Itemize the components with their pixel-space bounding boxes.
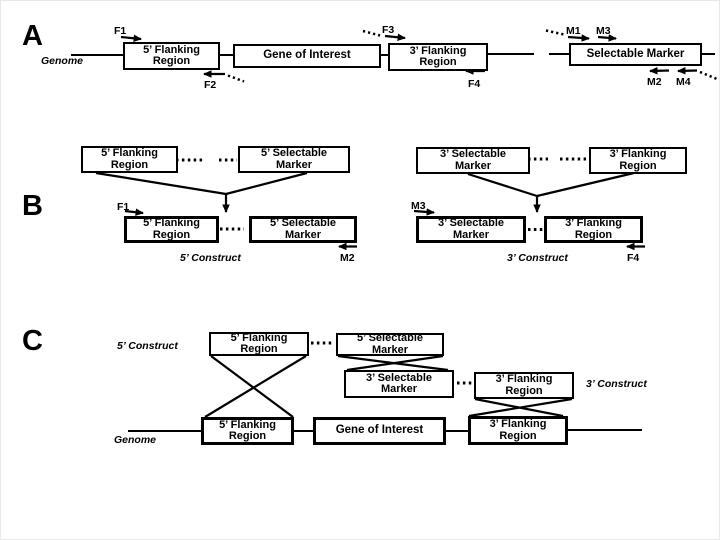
box-text-line1: Selectable Marker — [586, 47, 685, 60]
panel-a-label: A — [22, 20, 43, 52]
panel-b-label: B — [22, 190, 43, 222]
box-gene-of-interest-a: Gene of Interest — [233, 44, 381, 68]
box-text-line1: 5’ Flanking — [230, 331, 288, 344]
primer-f3-label: F3 — [382, 24, 395, 36]
box-5-flanking-fragment-b: 5’ Flanking Region — [81, 146, 178, 173]
primer-m4-arrow — [677, 67, 698, 75]
box-text-line1: 5’ Selectable — [356, 332, 424, 344]
box-3-flanking-genome-c: 3’ Flanking Region — [468, 416, 568, 445]
box-3-marker-construct-c: 3’ Selectable Marker — [344, 370, 454, 398]
box-text-line2: Region — [110, 158, 149, 171]
primer-f2-label: F2 — [204, 79, 217, 91]
box-text-line2: Region — [499, 429, 537, 442]
box-text-line2: Region — [152, 228, 191, 241]
box-text-line1: 3’ Selectable — [439, 148, 507, 160]
primer-f1-label-b: F1 — [117, 201, 130, 213]
box-text-line2: Region — [152, 55, 191, 67]
box-text-line2: Region — [574, 228, 613, 241]
panel-c-label: C — [22, 325, 43, 357]
box-text-line2: Region — [228, 430, 267, 442]
box-text-line1: 3’ Flanking — [609, 148, 667, 160]
box-5-flanking-construct-c: 5’ Flanking Region — [209, 332, 309, 356]
primer-f4-label: F4 — [468, 78, 481, 90]
box-text-line2: Marker — [371, 343, 409, 356]
primer-m2-arrow — [649, 67, 670, 75]
box-text-line1: Gene of Interest — [335, 424, 424, 437]
box-text-line2: Region — [419, 56, 457, 68]
box-selectable-marker-a: Selectable Marker — [569, 43, 702, 66]
box-text-line2: Marker — [275, 158, 313, 171]
crossover-line-marker-2 — [346, 354, 444, 372]
primer-m1-label: M1 — [566, 25, 581, 37]
primer-f3-arrow — [384, 33, 406, 41]
primer-f4-label-b: F4 — [627, 252, 640, 264]
crossover-line-3flank-2 — [468, 397, 573, 418]
primer-m4-tail-dots — [699, 70, 718, 81]
box-3-flanking-construct-c: 3’ Flanking Region — [474, 372, 574, 399]
box-5-flanking-genome-c: 5’ Flanking Region — [201, 417, 294, 445]
box-5-marker-fragment-b: 5’ Selectable Marker — [238, 146, 350, 173]
primer-f2-tail-dots — [227, 74, 245, 83]
construct-5-label-b: 5’ Construct — [180, 252, 241, 264]
box-text-line2: Region — [240, 343, 278, 355]
primer-f3-tail-dots — [362, 29, 381, 37]
crossover-line-5flank-2 — [204, 355, 307, 418]
box-3-marker-fragment-b: 3’ Selectable Marker — [416, 147, 530, 174]
genome-label-a: Genome — [41, 55, 84, 67]
box-text-line1: 3’ Flanking — [565, 217, 622, 229]
fusion-converge-right-b3 — [536, 171, 635, 198]
box-text-line1: 5’ Flanking — [143, 43, 200, 56]
genome-label-c: Genome — [114, 434, 157, 446]
primer-f1-arrow — [120, 34, 142, 42]
box-3-flanking-region-a: 3’ Flanking Region — [388, 43, 488, 71]
primer-m3-label: M3 — [596, 25, 611, 37]
primer-m1-tail-dots — [545, 29, 565, 36]
box-text-line1: 3’ Selectable — [365, 371, 433, 384]
primer-f1-label: F1 — [114, 25, 127, 37]
box-text-line2: Marker — [284, 228, 322, 241]
primer-m2-label: M2 — [647, 76, 662, 88]
primer-m3-label-b: M3 — [411, 200, 426, 212]
box-5-flanking-construct-b: 5’ Flanking Region — [124, 216, 219, 243]
box-text-line2: Region — [505, 384, 543, 397]
box-text-line1: 5’ Selectable — [260, 147, 328, 159]
crossover-line-5flank-1 — [210, 355, 294, 418]
box-text-line1: 5’ Flanking — [101, 147, 158, 159]
box-text-line2: Marker — [454, 159, 492, 172]
box-text-line2: Marker — [380, 383, 418, 395]
construct-3-label-c: 3’ Construct — [586, 378, 647, 390]
primer-f1-arrow-b — [124, 208, 144, 216]
box-text-line1: 5’ Flanking — [143, 217, 200, 229]
box-5-marker-construct-b: 5’ Selectable Marker — [249, 216, 357, 243]
box-text-line1: 5’ Selectable — [269, 217, 337, 229]
fusion-converge-right-b5 — [225, 171, 308, 196]
box-5-flanking-region-a: 5’ Flanking Region — [123, 42, 220, 70]
primer-m1-arrow — [567, 34, 590, 42]
fusion-converge-left-b5 — [95, 171, 227, 196]
box-text-line1: 5’ Flanking — [219, 418, 276, 431]
box-gene-of-interest-c: Gene of Interest — [313, 417, 446, 445]
construct-5-label-c: 5’ Construct — [117, 340, 178, 352]
box-5-marker-construct-c: 5’ Selectable Marker — [336, 332, 444, 356]
box-3-flanking-construct-b: 3’ Flanking Region — [544, 216, 643, 243]
box-text-line2: Marker — [452, 228, 490, 241]
box-text-line1: 3’ Flanking — [495, 373, 553, 385]
primer-m4-label: M4 — [676, 76, 691, 88]
box-text-line1: Gene of Interest — [263, 49, 351, 62]
construct-3-label-b: 3’ Construct — [507, 252, 568, 264]
box-text-line2: Region — [619, 159, 657, 172]
fusion-converge-left-b3 — [467, 172, 538, 198]
box-3-flanking-fragment-b: 3’ Flanking Region — [589, 147, 687, 174]
box-text-line1: 3’ Flanking — [489, 418, 547, 430]
primer-m3-arrow — [597, 34, 617, 42]
primer-m2-label-b: M2 — [340, 252, 355, 264]
box-3-marker-construct-b: 3’ Selectable Marker — [416, 216, 526, 243]
box-text-line1: 3’ Selectable — [437, 217, 505, 229]
primer-m3-arrow-b — [413, 208, 435, 216]
box-text-line1: 3’ Flanking — [409, 44, 467, 57]
